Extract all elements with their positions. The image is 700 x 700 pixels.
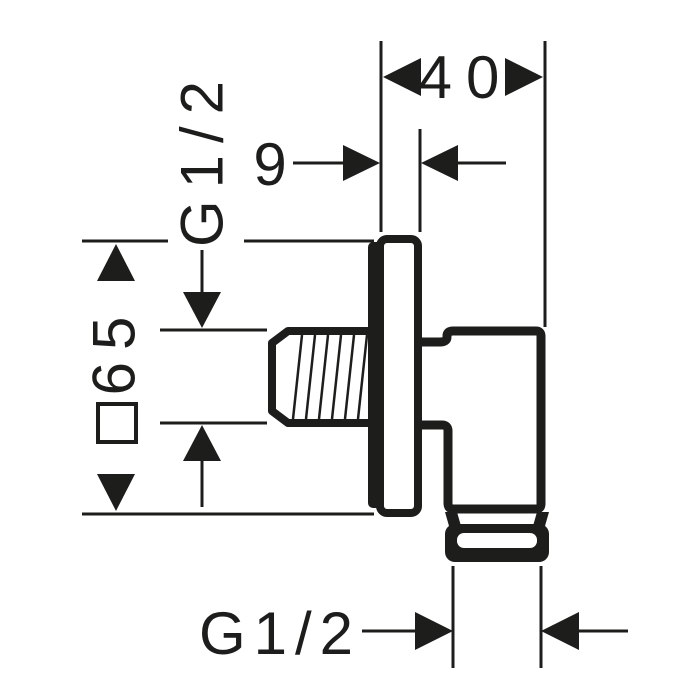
rosette — [376, 235, 422, 517]
thread-hatch-line — [356, 334, 369, 420]
dimension-lines — [82, 41, 628, 668]
thread-hatch-line — [317, 334, 330, 420]
rosette-back-plate — [368, 242, 384, 508]
arrowhead-40-left — [383, 58, 421, 96]
outlet-body — [422, 326, 546, 514]
hose-connector — [445, 512, 549, 562]
connector-neck-right — [533, 512, 549, 526]
thread-hatching — [291, 334, 369, 420]
arrowhead-thread-bottom-left — [415, 612, 453, 650]
arrowhead-thread-bottom-right — [541, 612, 579, 650]
thread-hatch-line — [330, 334, 343, 420]
dim-square-size-label: 65 — [81, 305, 148, 396]
arrowhead-thread-side-down — [183, 292, 221, 328]
dim-offset-label: 9 — [253, 131, 286, 198]
connector-neck-left — [445, 512, 461, 526]
arrowhead-thread-side-up — [183, 425, 221, 461]
thread-hatch-line — [343, 334, 356, 420]
thread-hatch-line — [291, 334, 304, 420]
dimension-labels: 40 9 G1/2 65 G1/2 — [81, 44, 514, 667]
thread-hatch-line — [304, 334, 317, 420]
arrowhead-65-down — [97, 474, 135, 511]
arrowhead-9-left — [343, 145, 380, 181]
arrowhead-40-right — [505, 58, 543, 96]
connector-nut-groove — [457, 533, 537, 548]
threaded-nipple — [268, 327, 372, 427]
arrowheads — [97, 58, 579, 650]
arrowhead-9-right — [421, 145, 458, 181]
square-symbol-icon — [96, 402, 138, 444]
thread-side-label: G1/2 — [169, 69, 236, 247]
part-outline — [268, 235, 549, 562]
thread-bottom-label: G1/2 — [199, 600, 361, 667]
arrowhead-65-up — [97, 244, 135, 281]
dim-width-total-label: 40 — [419, 44, 514, 111]
